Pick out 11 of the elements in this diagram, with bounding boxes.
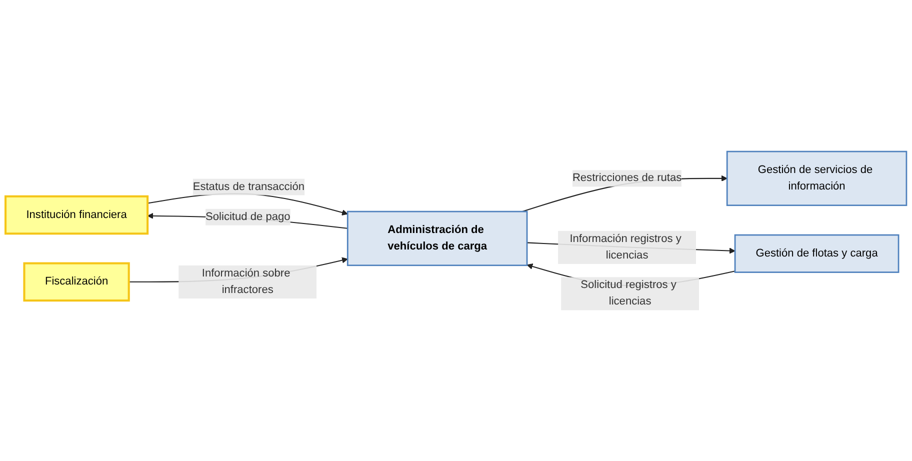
node-box: Gestión de flotas y carga — [734, 234, 900, 273]
edge-label: Restricciones de rutas — [572, 172, 682, 184]
node-box: Institución financiera — [4, 194, 149, 234]
node-box: Fiscalización — [23, 262, 130, 302]
edge-label: Solicitud registros y licencias — [580, 278, 676, 308]
node-box: Gestión de servicios de información — [726, 150, 908, 206]
edge-label: Estatus de transacción — [192, 180, 305, 192]
edge-label: Información sobre infractores — [202, 267, 290, 296]
node-box: Administración de vehículos de carga — [346, 210, 528, 266]
edge-label: Solicitud de pago — [206, 210, 290, 222]
edge-label: Información registros y licencias — [570, 232, 682, 261]
